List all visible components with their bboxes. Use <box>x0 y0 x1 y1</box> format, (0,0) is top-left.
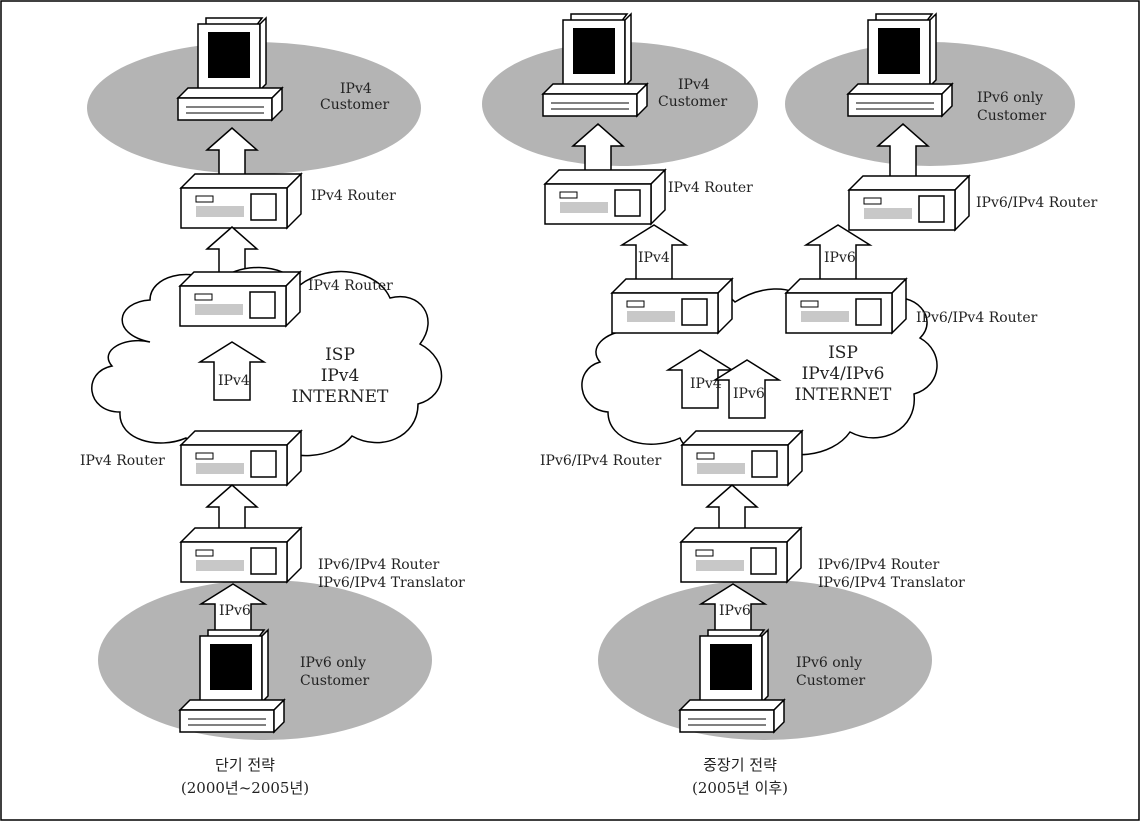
router-icon <box>611 278 733 334</box>
arrow-label: IPv6 <box>824 250 856 266</box>
router-label: IPv4 Router <box>308 278 393 294</box>
caption: 단기 전략(2000년~2005년) <box>181 756 309 797</box>
arrow-label: IPv4 <box>638 250 670 266</box>
router-label: IPv6/IPv4 Router <box>540 453 662 469</box>
router-label: IPv6/IPv4 Router <box>976 195 1098 211</box>
router-icon <box>544 169 666 225</box>
router-icon <box>680 527 802 583</box>
router-label: IPv4 Router <box>311 188 396 204</box>
router-icon <box>180 173 302 229</box>
arrow-label: IPv6 <box>733 386 765 402</box>
router-icon <box>848 175 970 231</box>
arrow-label: IPv4 <box>690 376 722 392</box>
arrow-label: IPv4 <box>218 373 250 389</box>
caption: 중장기 전략(2005년 이후) <box>692 756 788 797</box>
router-label: IPv4 Router <box>668 180 753 196</box>
arrow-label: IPv6 <box>219 603 251 619</box>
arrow-label: IPv6 <box>719 603 751 619</box>
router-label: IPv6/IPv4 Router <box>916 310 1038 326</box>
router-label: IPv4 Router <box>80 453 165 469</box>
router-icon <box>785 278 907 334</box>
router-icon <box>179 271 301 327</box>
router-icon <box>681 430 803 486</box>
router-icon <box>180 527 302 583</box>
router-icon <box>180 430 302 486</box>
